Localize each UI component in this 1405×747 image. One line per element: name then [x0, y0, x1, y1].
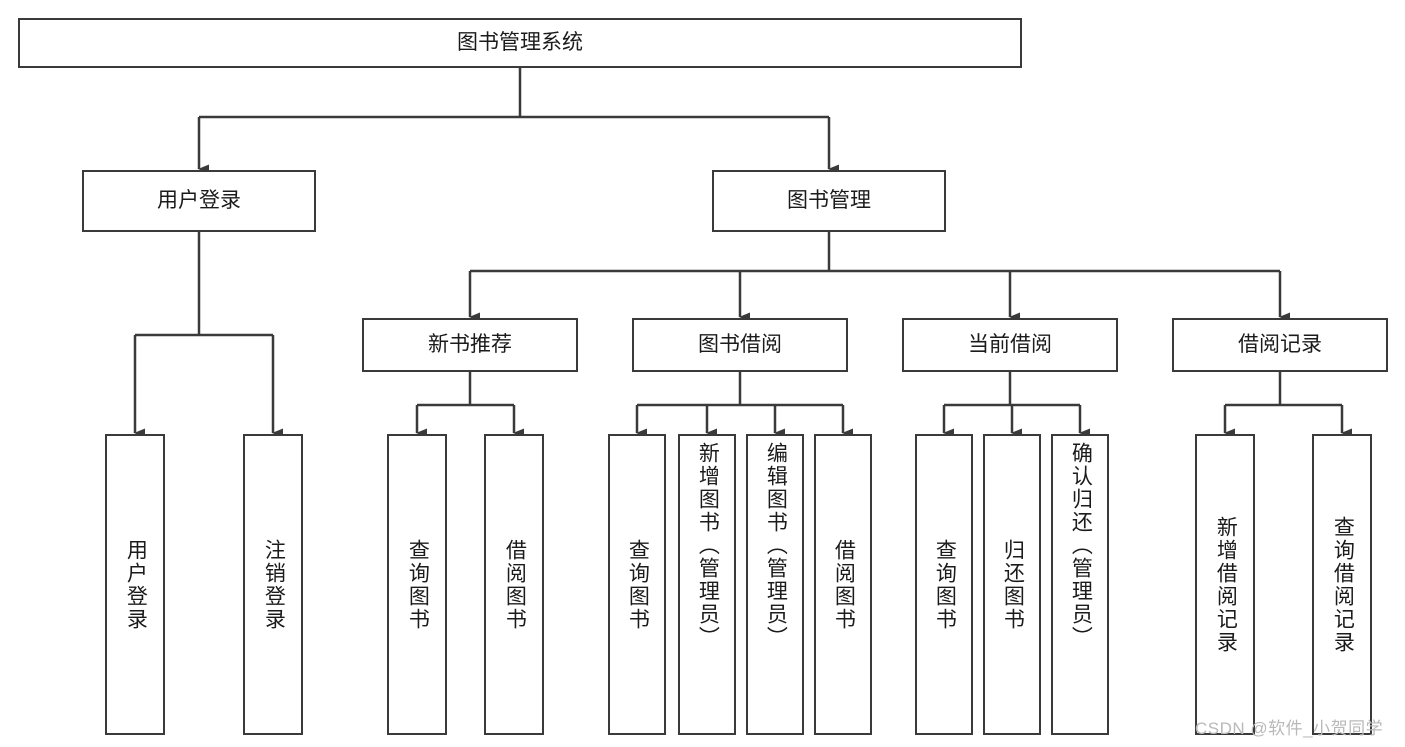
node-label: 确认归还（管理员）: [1069, 442, 1093, 649]
node-leaf-confirm-return[interactable]: 确认归还（管理员）: [1051, 434, 1109, 735]
node-current-borrow[interactable]: 当前借阅: [902, 318, 1118, 372]
node-leaf-query-book-1[interactable]: 查询图书: [387, 434, 447, 735]
node-label: 借阅图书: [503, 538, 527, 631]
node-label: 当前借阅: [968, 332, 1052, 356]
node-label: 新书推荐: [428, 332, 512, 356]
node-book-manage[interactable]: 图书管理: [712, 170, 946, 232]
node-label: 借阅图书: [832, 538, 856, 631]
node-leaf-user-login[interactable]: 用户登录: [105, 434, 165, 735]
node-label: 用户登录: [124, 538, 148, 631]
node-label: 新增借阅记录: [1214, 515, 1238, 654]
node-leaf-query-book-3[interactable]: 查询图书: [915, 434, 973, 735]
node-label: 查询图书: [626, 538, 650, 631]
node-new-book-rec[interactable]: 新书推荐: [362, 318, 578, 372]
node-leaf-borrow-book-2[interactable]: 借阅图书: [814, 434, 872, 735]
node-leaf-return-book[interactable]: 归还图书: [983, 434, 1041, 735]
node-label: 查询图书: [933, 538, 957, 631]
node-leaf-query-book-2[interactable]: 查询图书: [608, 434, 666, 735]
node-label: 查询借阅记录: [1331, 515, 1355, 654]
edge-group: [133, 68, 1352, 438]
node-label: 查询图书: [406, 538, 430, 631]
node-user-login[interactable]: 用户登录: [82, 170, 316, 232]
node-label: 用户登录: [157, 188, 241, 212]
node-label: 归还图书: [1001, 538, 1025, 631]
node-label: 新增图书（管理员）: [696, 442, 720, 649]
node-leaf-borrow-book-1[interactable]: 借阅图书: [484, 434, 544, 735]
node-leaf-query-record[interactable]: 查询借阅记录: [1312, 434, 1372, 735]
node-label: 借阅记录: [1238, 332, 1322, 356]
node-label: 编辑图书（管理员）: [764, 442, 788, 649]
node-label: 图书管理: [787, 188, 871, 212]
watermark-text: CSDN @软件_小贺同学: [1195, 719, 1384, 738]
node-leaf-edit-book[interactable]: 编辑图书（管理员）: [746, 434, 804, 735]
node-leaf-add-book[interactable]: 新增图书（管理员）: [678, 434, 736, 735]
node-book-borrow[interactable]: 图书借阅: [632, 318, 848, 372]
node-label: 图书借阅: [698, 332, 782, 356]
node-label: 图书管理系统: [457, 30, 583, 54]
node-leaf-user-logout[interactable]: 注销登录: [243, 434, 303, 735]
node-borrow-record[interactable]: 借阅记录: [1172, 318, 1388, 372]
node-leaf-add-record[interactable]: 新增借阅记录: [1195, 434, 1255, 735]
node-root[interactable]: 图书管理系统: [18, 18, 1022, 68]
node-label: 注销登录: [262, 538, 286, 631]
